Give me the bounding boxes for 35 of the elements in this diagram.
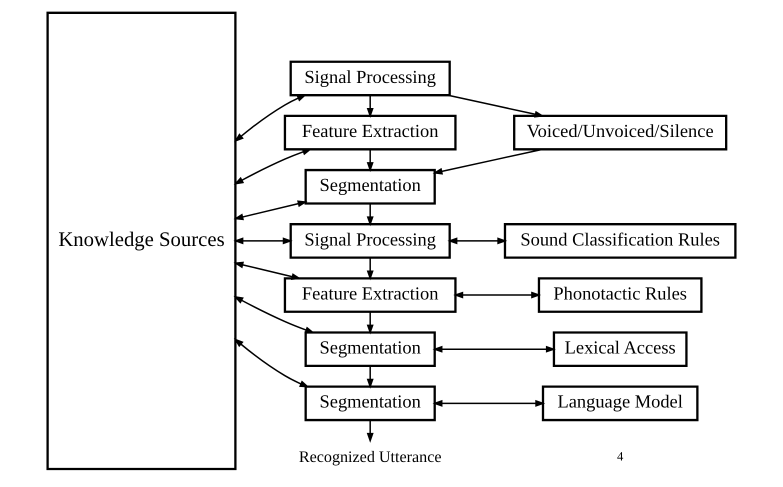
- arrow: [366, 420, 374, 443]
- arrow: [366, 366, 374, 389]
- arrow: [233, 237, 293, 244]
- arrow: [448, 94, 545, 118]
- arrow: [432, 148, 543, 175]
- arrow: [432, 400, 546, 407]
- arrow: [234, 94, 307, 142]
- arrow: [432, 346, 556, 353]
- node-box: Feature Extraction: [284, 114, 457, 150]
- arrow: [366, 204, 374, 226]
- arrow: [234, 338, 310, 388]
- arrow: [234, 200, 308, 220]
- arrow: [453, 292, 542, 299]
- arrow: [366, 149, 374, 172]
- node-box: Language Model: [542, 386, 699, 422]
- arrow: [233, 296, 315, 334]
- node-box: Voiced/Unvoiced/Silence: [513, 114, 728, 150]
- arrow: [366, 312, 374, 335]
- arrow: [366, 95, 374, 118]
- node-box: Segmentation: [304, 386, 436, 422]
- node-box: Phonotactic Rules: [538, 277, 703, 313]
- node-box: Segmentation: [304, 168, 436, 205]
- node-box: Sound Classification Rules: [504, 223, 737, 259]
- node-box: Segmentation: [304, 331, 436, 368]
- node-box: Feature Extraction: [284, 277, 457, 313]
- node-box: Signal Processing: [290, 223, 451, 259]
- node-box: Signal Processing: [290, 60, 451, 96]
- label: 4: [617, 450, 624, 464]
- arrow: [234, 148, 312, 185]
- arrow: [447, 237, 508, 244]
- node-box: Lexical Access: [552, 331, 688, 368]
- arrow: [366, 258, 374, 280]
- node-text: Recognized Utterance: [298, 448, 442, 466]
- arrow: [234, 262, 302, 280]
- node-box: Knowledge Sources: [46, 12, 237, 470]
